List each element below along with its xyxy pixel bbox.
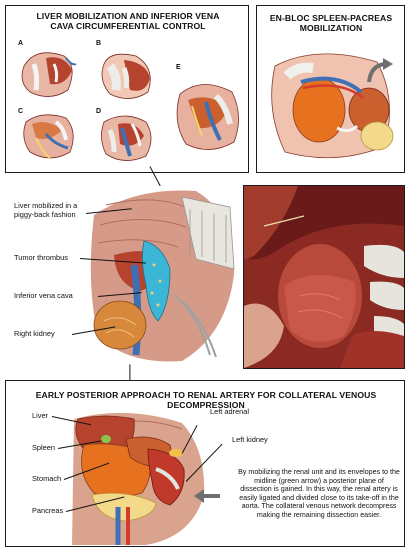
curved-arrow-icon [367, 58, 393, 83]
surgical-photo-drawing [244, 186, 404, 368]
label-stomach: Stomach [32, 474, 62, 483]
liver-mobilization-steps-illustration [21, 52, 239, 161]
step-a-label: A [18, 40, 24, 47]
step-a-illustration [21, 52, 77, 97]
label-inferior-vena-cava: Inferior vena cava [14, 291, 73, 300]
piggyback-liver-ivc-drawing [86, 185, 238, 367]
posterior-approach-title: EARLY POSTERIOR APPROACH TO RENAL ARTERY… [35, 390, 377, 410]
step-e-illustration [176, 84, 239, 150]
green-arrow-icon [194, 489, 220, 503]
label-left-kidney: Left kidney [232, 435, 268, 444]
liver-mobilization-title: LIVER MOBILIZATION AND INFERIOR VENA CAV… [36, 11, 220, 31]
abdominal-organs-illustration [72, 412, 205, 545]
posterior-approach-panel: EARLY POSTERIOR APPROACH TO RENAL ARTERY… [5, 380, 405, 547]
step-c-illustration [23, 114, 74, 159]
label-liver-mobilized: Liver mobilized in a piggy-back fashion [14, 201, 78, 219]
step-d-label: D [96, 108, 102, 115]
spleen-pancreas-panel: EN-BLOC SPLEEN-PACREAS MOBILIZATION [256, 5, 405, 173]
posterior-approach-description: By mobilizing the renal unit and its env… [238, 468, 400, 519]
spleen-pancreas-illustration [271, 53, 394, 159]
label-tumor-thrombus: Tumor thrombus [14, 253, 68, 262]
label-left-adrenal: Left adrenal [210, 407, 250, 416]
step-b-label: B [96, 40, 102, 47]
label-spleen: Spleen [32, 443, 56, 452]
step-b-illustration [101, 53, 151, 99]
liver-mobilization-panel: LIVER MOBILIZATION AND INFERIOR VENA CAV… [5, 5, 249, 173]
surgical-photo [243, 185, 405, 369]
step-e-label: E [176, 64, 181, 71]
label-pancreas: Pancreas [32, 506, 64, 515]
spleen-pancreas-title: EN-BLOC SPLEEN-PACREAS MOBILIZATION [269, 13, 393, 33]
label-right-kidney: Right kidney [14, 329, 55, 338]
label-liver: Liver [32, 411, 49, 420]
anatomy-illustration [86, 185, 238, 367]
step-d-illustration [101, 115, 152, 161]
step-c-label: C [18, 108, 24, 115]
